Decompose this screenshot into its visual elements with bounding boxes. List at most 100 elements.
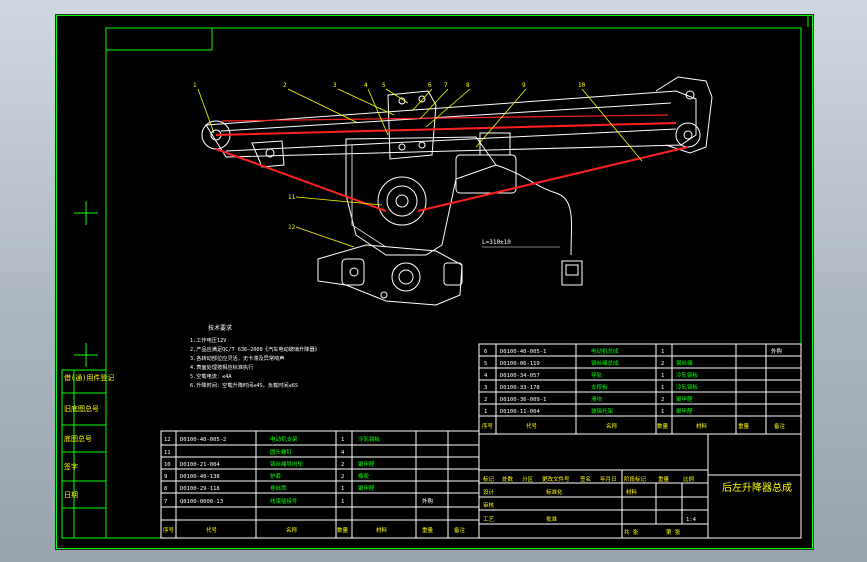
tb-change-doc: 更改文件号 xyxy=(542,475,570,483)
tech-req-5: 5.空载电流：≤4A xyxy=(190,372,232,380)
callout-9: 9 xyxy=(522,82,526,89)
bomR-r2-qty: 2 xyxy=(661,361,664,367)
bomR-hdr-no: 序号 xyxy=(482,422,494,430)
lower-mount xyxy=(317,244,463,306)
callout-2: 2 xyxy=(283,82,287,89)
bomR-hdr-code: 代号 xyxy=(526,422,538,430)
mount-hole-left xyxy=(265,148,275,158)
callout-12: 12 xyxy=(288,224,296,231)
side-column: 借(通)用件登记 旧底图总号 底图总号 签字 日期 xyxy=(61,15,809,539)
cable-upper-run xyxy=(215,122,677,136)
tb-review: 审核 xyxy=(483,501,495,509)
bomL-r4-no: 9 xyxy=(164,474,167,480)
bomL-r6-code: Q0100-0000-13 xyxy=(180,499,223,505)
bomR-r6-qty: 1 xyxy=(661,409,664,415)
tb-material-label: 材料 xyxy=(626,488,638,496)
bomL-r1-no: 12 xyxy=(164,437,171,443)
bomL-hdr-qty: 数量 xyxy=(337,526,349,534)
cable-return-run xyxy=(221,114,669,122)
tb-date: 年月日 xyxy=(600,475,617,483)
bomR-r3-code: D0100-34-057 xyxy=(500,373,540,379)
bomL-r2-qty: 4 xyxy=(341,450,345,456)
bomR-r1-note: 外购 xyxy=(771,347,783,355)
bomL-r1-name: 电动机支架 xyxy=(270,435,298,443)
bomL-r5-no: 8 xyxy=(164,486,167,492)
bomL-r6-qty: 1 xyxy=(341,499,344,505)
bomR-r6-material: 聚甲醛 xyxy=(676,407,693,415)
side-label-sign: 签字 xyxy=(64,462,78,471)
harness-connector xyxy=(561,260,583,286)
bomL-hdr-code: 代号 xyxy=(206,526,218,534)
tech-req-1: 1.工作电压12V xyxy=(190,336,226,344)
bomR-hdr-note: 备注 xyxy=(774,422,786,430)
bomL-r1-material: 冷轧钢板 xyxy=(358,435,381,443)
bomR-r5-no: 2 xyxy=(484,397,487,403)
tech-req-2: 2.产品应满足QC/T 636—2000《汽车电动玻璃升降器》 xyxy=(190,345,320,353)
bomL-r4-material: 橡胶 xyxy=(358,472,370,480)
bomL-r6-note: 外购 xyxy=(422,497,434,505)
bomR-r4-code: D0100-33-178 xyxy=(500,385,540,391)
tb-design: 设计 xyxy=(483,488,495,496)
tb-mark: 标记 xyxy=(483,475,495,483)
bomL-hdr-name: 名称 xyxy=(286,526,298,534)
tb-scale-label: 比例 xyxy=(683,475,695,483)
tb-zone: 分区 xyxy=(522,475,534,483)
cable-right-lower-run xyxy=(417,146,689,212)
assembly-drawing: 借(通)用件登记 旧底图总号 底图总号 签字 日期 xyxy=(56,15,813,549)
bomR-r1-qty: 1 xyxy=(661,349,664,355)
bomL-hdr-material: 材料 xyxy=(376,526,388,534)
steel-cable xyxy=(215,114,689,212)
callout-leaders xyxy=(197,88,643,248)
tb-count: 处数 xyxy=(502,475,514,483)
tb-weight-label: 重量 xyxy=(658,475,670,483)
wire-harness xyxy=(495,164,573,256)
bomL-r3-name: 钢丝绳导向轮 xyxy=(270,460,304,468)
bomR-r4-material: 冷轧钢板 xyxy=(676,383,699,391)
support-plate xyxy=(345,136,497,256)
bomR-r3-name: 导轨 xyxy=(591,371,603,379)
window-regulator-drawing xyxy=(201,76,713,306)
parts-list-right: 6 D0100-40-005-1 电动机总成 1 外购 5 D0100-06-1… xyxy=(478,343,802,435)
tb-scale-value: 1:4 xyxy=(686,517,697,523)
right-end-bracket xyxy=(655,76,713,154)
tb-approve: 批准 xyxy=(546,515,558,523)
cable-length-note: L=310±10 xyxy=(482,239,511,246)
tb-sheet-number: 第 张 xyxy=(666,528,681,536)
rail-edge-bottom xyxy=(225,128,677,152)
tech-req-4: 4.表面处理按相应标准执行 xyxy=(190,363,253,371)
bomR-r5-material: 聚甲醛 xyxy=(676,395,693,403)
tech-req-3: 3.各转动部位应灵活，无卡滞及异常响声 xyxy=(190,354,284,362)
bomL-r6-no: 7 xyxy=(164,499,167,505)
callout-11: 11 xyxy=(288,194,296,201)
rail-edge-top xyxy=(220,102,672,132)
bomL-r5-material: 聚甲醛 xyxy=(358,484,375,492)
bomR-r4-no: 3 xyxy=(484,385,487,391)
lower-mount-boss xyxy=(391,262,421,292)
bomR-hdr-weight: 重量 xyxy=(738,422,750,430)
bomL-r5-code: D0100-29-118 xyxy=(180,486,220,492)
bomR-hdr-name: 名称 xyxy=(606,422,618,430)
bomR-r3-qty: 1 xyxy=(661,373,664,379)
bomL-r6-name: 线束插接件 xyxy=(270,497,298,505)
callout-10: 10 xyxy=(578,82,586,89)
guide-rail xyxy=(205,90,697,158)
bomR-r6-name: 玻璃托架 xyxy=(591,407,614,415)
bomL-r4-qty: 2 xyxy=(341,474,344,480)
motor-connector-housing xyxy=(479,132,511,156)
bomL-r4-name: 护套 xyxy=(270,472,282,480)
bomL-r5-qty: 1 xyxy=(341,486,344,492)
bomR-r1-code: D0100-40-005-1 xyxy=(500,349,546,355)
bomL-r4-code: D0100-40-138 xyxy=(180,474,220,480)
parts-list-left: 12 D0100-40-005-2 电动机支架 1 冷轧钢板 11 圆头螺钉 4… xyxy=(160,430,480,539)
bomL-r2-no: 11 xyxy=(164,450,171,456)
bomR-r2-material: 钢丝绳 xyxy=(676,359,693,367)
mount-hole-right xyxy=(685,90,695,100)
bomL-r5-name: 卷丝筒 xyxy=(270,484,287,492)
callout-7: 7 xyxy=(444,82,448,89)
callout-5: 5 xyxy=(382,82,386,89)
tech-req-6: 6.升降时间：空载升降时间≤4S，负载时间≤6S xyxy=(190,381,298,389)
bomR-r6-code: D0100-11-004 xyxy=(500,409,540,415)
right-pulley-hub xyxy=(683,130,693,140)
bomL-r2-name: 圆头螺钉 xyxy=(270,448,293,456)
bomR-r1-no: 6 xyxy=(484,349,487,355)
